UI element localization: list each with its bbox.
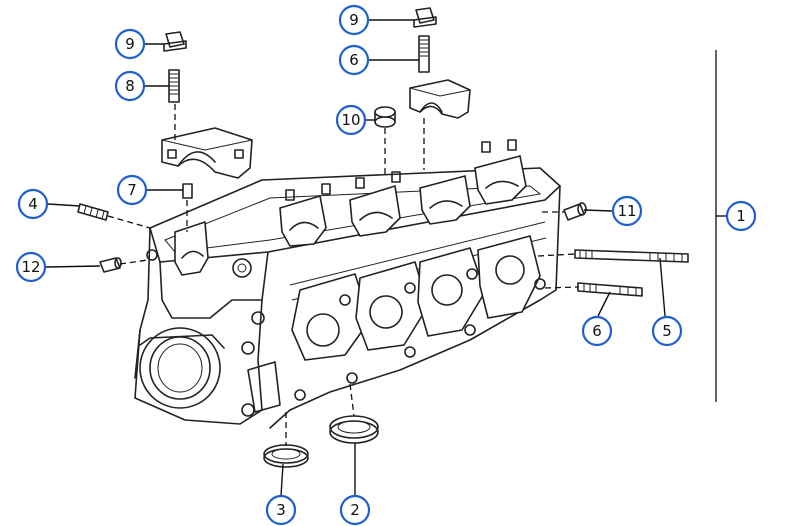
callout-1: 1: [725, 200, 757, 232]
callout-label: 8: [125, 77, 135, 95]
callout-label: 5: [662, 322, 672, 340]
callout-label: 11: [617, 202, 636, 220]
valve-seal-10: [374, 106, 396, 128]
callout-4: 4: [17, 188, 49, 220]
callout-label: 7: [127, 181, 137, 199]
port-windows: [291, 235, 546, 401]
leader-lines: [45, 19, 727, 497]
callout-7: 7: [116, 174, 148, 206]
bearing-towers: [174, 139, 527, 276]
stud-8: [168, 69, 180, 103]
callout-label: 6: [349, 51, 359, 69]
dowel-7: [182, 183, 193, 199]
stud-4: [77, 203, 109, 221]
plug-11: [563, 202, 587, 221]
callout-label: 1: [736, 207, 746, 225]
cylinder-head: [134, 139, 561, 429]
seal-ring-3: [263, 444, 309, 468]
callout-5: 5: [651, 315, 683, 347]
stud-6-lower: [577, 282, 643, 297]
nut-left: [163, 31, 187, 52]
callout-label: 12: [21, 258, 40, 276]
plug-12: [99, 257, 122, 273]
callout-11: 11: [611, 195, 643, 227]
callout-12: 12: [15, 251, 47, 283]
callout-9-top-left: 9: [114, 28, 146, 60]
callout-label: 10: [341, 111, 360, 129]
callout-label: 4: [28, 195, 38, 213]
callout-2: 2: [339, 494, 371, 526]
seal-ring-2: [329, 415, 379, 444]
callout-label: 2: [350, 501, 360, 519]
callout-8: 8: [114, 70, 146, 102]
nut-right: [413, 7, 437, 28]
callout-6-top: 6: [338, 44, 370, 76]
callout-label: 3: [276, 501, 286, 519]
assembly-dash-lines: [107, 104, 579, 446]
stud-5: [574, 249, 689, 263]
callout-6-bottom: 6: [581, 315, 613, 347]
callout-label: 9: [349, 11, 359, 29]
callout-label: 9: [125, 35, 135, 53]
callouts: 9 8 9 6 10 7 4 12: [15, 4, 757, 526]
bearing-cap-right: [409, 79, 471, 119]
callout-3: 3: [265, 494, 297, 526]
callout-label: 6: [592, 322, 602, 340]
callout-10: 10: [335, 104, 367, 136]
bearing-cap-left: [161, 127, 253, 179]
stud-6-upper: [418, 35, 430, 73]
callout-9-top-right: 9: [338, 4, 370, 36]
